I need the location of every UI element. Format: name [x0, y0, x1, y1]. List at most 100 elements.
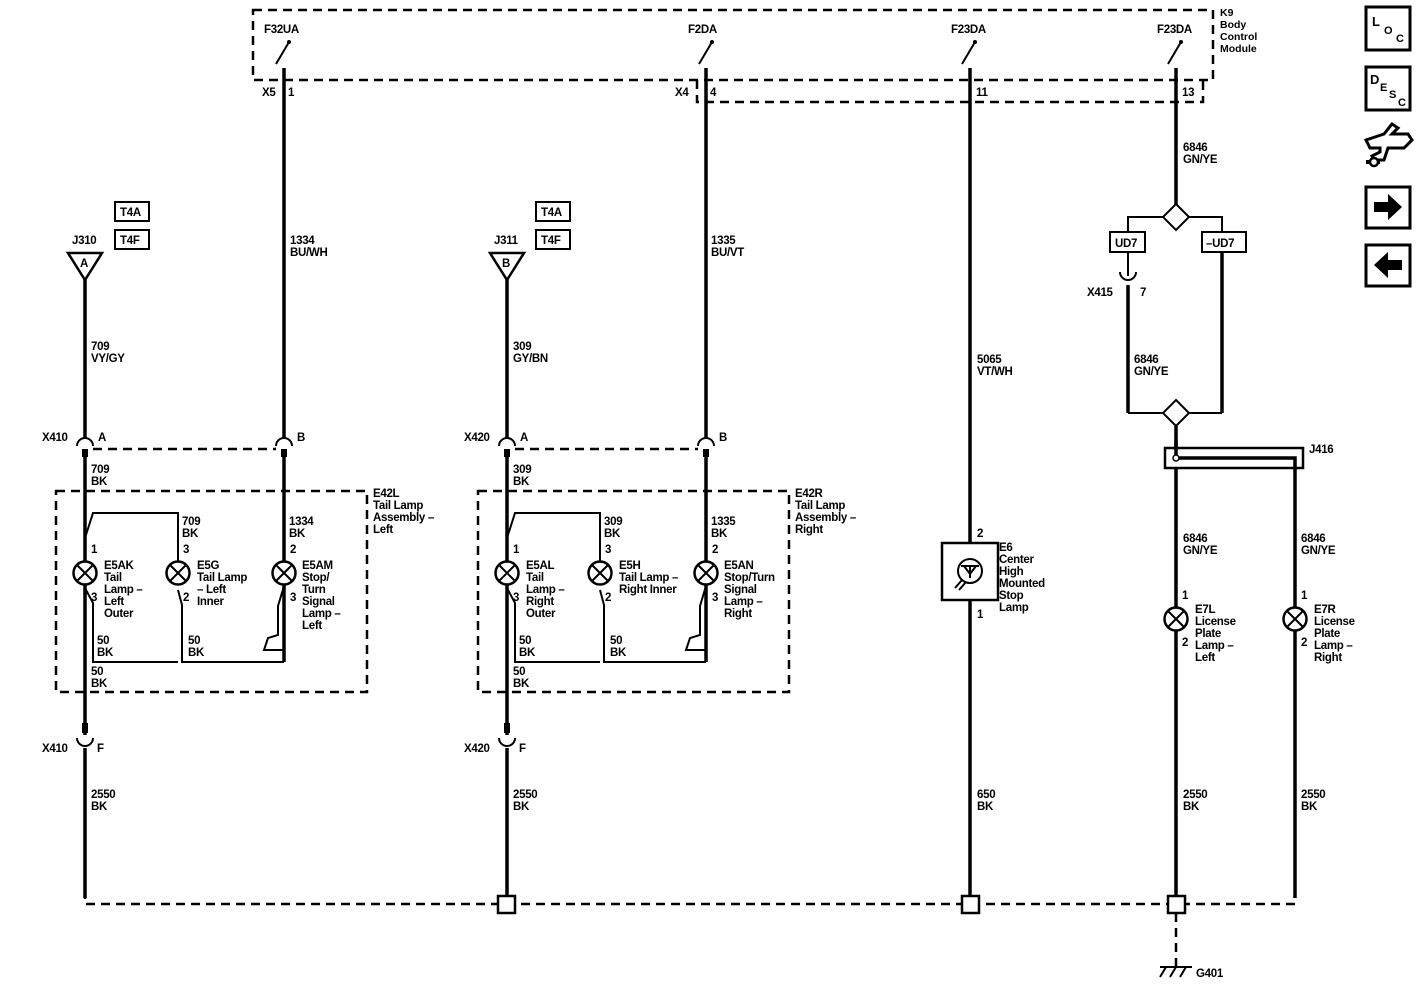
svg-text:X415: X415	[1087, 287, 1114, 299]
svg-text:3: 3	[183, 544, 189, 556]
svg-text:Inner: Inner	[197, 596, 224, 608]
svg-text:License: License	[1195, 616, 1236, 628]
connector-x420-bottom: X420 F	[464, 723, 526, 755]
splice-j416: J416	[1163, 440, 1334, 470]
svg-text:50: 50	[97, 635, 109, 647]
svg-text:–UD7: –UD7	[1206, 238, 1234, 250]
ref-t4f: T4F	[541, 235, 561, 247]
wire-number: 1335	[711, 235, 736, 247]
svg-text:UD7: UD7	[1115, 238, 1137, 250]
wires	[83, 68, 1297, 898]
connector-x415: X415 7	[1087, 266, 1146, 299]
svg-text:E: E	[1380, 82, 1387, 94]
svg-text:2: 2	[712, 544, 718, 556]
svg-text:50: 50	[91, 666, 103, 678]
svg-text:Center: Center	[999, 554, 1034, 566]
wire-color: BK	[513, 476, 530, 488]
harness-icon[interactable]	[1363, 121, 1414, 168]
location-button[interactable]: L O C	[1364, 5, 1412, 52]
svg-text:E5AM: E5AM	[302, 560, 333, 572]
svg-text:1: 1	[1301, 590, 1308, 602]
lamp-e6: 2 1 E6 Center High Mounted Stop Lamp	[940, 528, 1045, 621]
svg-text:D: D	[1370, 72, 1379, 87]
pin-label: 13	[1182, 87, 1194, 99]
ground-symbol: G401	[1159, 966, 1224, 980]
wire-number: 6846	[1301, 533, 1325, 545]
svg-text:Left: Left	[373, 524, 393, 536]
svg-text:E6: E6	[999, 542, 1012, 554]
connector-label: X5	[262, 87, 276, 99]
svg-text:50: 50	[610, 635, 622, 647]
svg-text:Stop: Stop	[999, 590, 1024, 602]
wire-color: BK	[1183, 801, 1200, 813]
arrow-right-icon[interactable]	[1364, 185, 1412, 230]
svg-text:B: B	[297, 432, 305, 444]
svg-text:709: 709	[182, 516, 200, 528]
svg-text:Plate: Plate	[1314, 628, 1340, 640]
svg-text:Lamp –: Lamp –	[1195, 640, 1234, 652]
wire-color: VT/WH	[977, 366, 1013, 378]
svg-text:1: 1	[513, 544, 520, 556]
wire-number: 6846	[1183, 533, 1207, 545]
svg-text:2: 2	[977, 528, 983, 540]
wire-number: 6846	[1134, 354, 1158, 366]
module-label-line: Module	[1220, 43, 1257, 55]
svg-text:High: High	[999, 566, 1024, 578]
wire-color: BU/VT	[711, 247, 744, 259]
fuse-label: F23DA	[951, 24, 986, 36]
svg-text:A: A	[520, 432, 528, 444]
wire-labels: 1334 BU/WH 1335 BU/VT 709 VY/GY 309 GY/B…	[91, 142, 1336, 813]
svg-text:Stop/: Stop/	[302, 572, 330, 584]
lamp-e7l: 1 2 E7L License Plate Lamp – Left	[1163, 590, 1236, 664]
svg-text:Turn: Turn	[302, 584, 326, 596]
lamp-e5an: 2 3 E5AN Stop/Turn Signal Lamp – Right	[693, 544, 775, 620]
wire-number: 6846	[1183, 142, 1207, 154]
svg-text:Left: Left	[302, 620, 322, 632]
description-button[interactable]: D E S C	[1364, 65, 1412, 112]
svg-text:– Left: – Left	[197, 584, 226, 596]
pin-label: 4	[710, 87, 717, 99]
svg-text:1335: 1335	[711, 516, 736, 528]
svg-text:3: 3	[513, 592, 519, 604]
wire-number: 2550	[1301, 789, 1325, 801]
svg-text:F: F	[97, 743, 104, 755]
svg-text:BK: BK	[519, 647, 536, 659]
arrow-left-icon[interactable]	[1364, 243, 1412, 288]
option-junction	[1161, 202, 1191, 428]
switch-symbol	[275, 40, 1183, 65]
svg-text:Tail Lamp –: Tail Lamp –	[619, 572, 679, 584]
connector-x410-top: X410 A B	[42, 432, 305, 457]
svg-text:50: 50	[513, 666, 525, 678]
splice-j311: J311 B	[487, 235, 527, 283]
splice-j310: J310 A	[65, 235, 105, 283]
connector-x420-top: X420 A B	[464, 432, 727, 457]
lamp-e7r: 1 2 E7R License Plate Lamp – Right	[1282, 590, 1355, 664]
svg-text:Lamp –: Lamp –	[526, 584, 565, 596]
svg-text:1: 1	[1182, 590, 1189, 602]
svg-text:X410: X410	[42, 432, 68, 444]
svg-text:S: S	[1389, 89, 1396, 101]
wire-number: 709	[91, 341, 109, 353]
wire-number: 309	[513, 341, 531, 353]
lamp-e5am: 2 3 E5AM Stop/ Turn Signal Lamp – Left	[271, 544, 342, 632]
svg-text:E42R: E42R	[795, 488, 824, 500]
wire-number: 650	[977, 789, 995, 801]
svg-text:2: 2	[183, 592, 189, 604]
reference-boxes: T4A T4F T4A T4F	[114, 201, 571, 250]
tail-lamp-assembly-right: E42R Tail Lamp Assembly – Right 309 BK 1…	[476, 488, 857, 694]
svg-text:50: 50	[188, 635, 200, 647]
svg-text:Right Inner: Right Inner	[619, 584, 677, 596]
svg-text:Lamp –: Lamp –	[724, 596, 763, 608]
pin-label: 11	[976, 87, 988, 99]
fuse-label: F23DA	[1157, 24, 1192, 36]
svg-text:Lamp –: Lamp –	[104, 584, 143, 596]
option-box-not-ud7: –UD7	[1201, 231, 1247, 253]
wire-color: GN/YE	[1301, 545, 1336, 557]
svg-text:3: 3	[712, 592, 718, 604]
svg-text:3: 3	[605, 544, 611, 556]
svg-text:BK: BK	[188, 647, 205, 659]
svg-text:A: A	[98, 432, 106, 444]
wire-color: BK	[91, 476, 108, 488]
svg-text:Plate: Plate	[1195, 628, 1221, 640]
connector-x410-bottom: X410 F	[42, 723, 104, 755]
